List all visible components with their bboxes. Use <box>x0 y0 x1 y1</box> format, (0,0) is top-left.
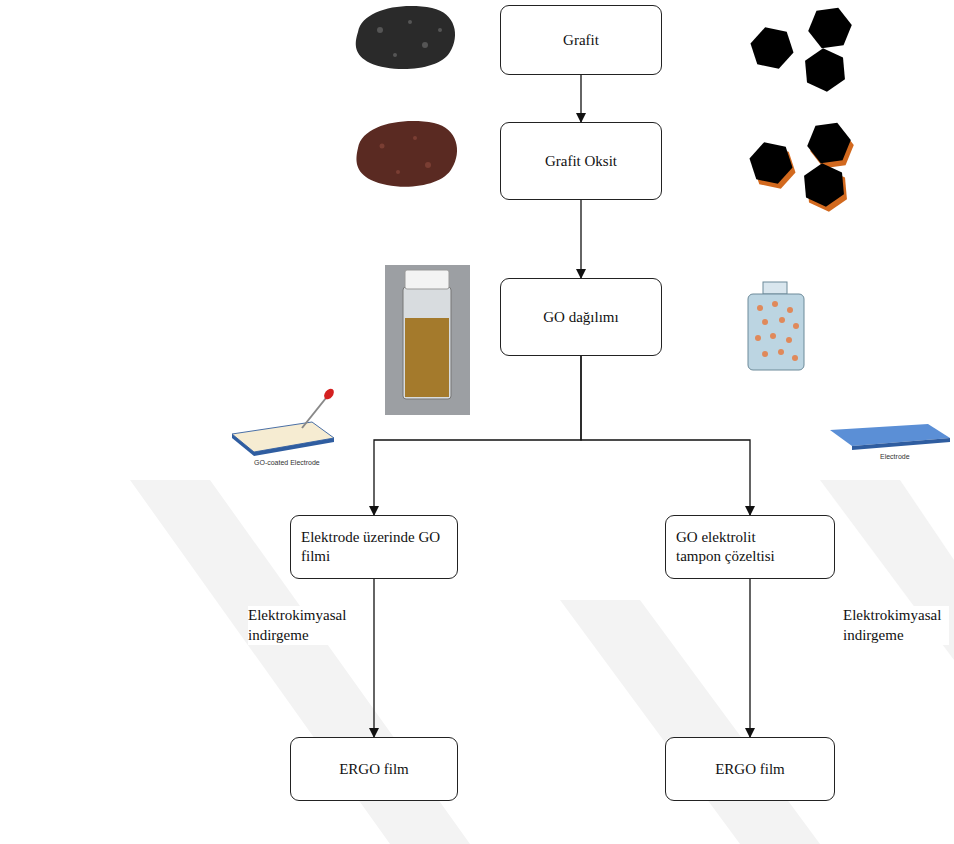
dispersion-bottle <box>748 282 804 370</box>
process-box: Grafit <box>500 5 662 75</box>
graphite-powder <box>356 6 455 69</box>
flow-arrow <box>373 579 374 737</box>
graphite-flakes <box>747 6 855 96</box>
process-box: Elektrode üzerinde GO filmi <box>290 515 458 579</box>
box-text: Elektrode üzerinde GO filmi <box>301 528 441 566</box>
process-box: ERGO film <box>290 737 458 801</box>
process-box: GO dağılımı <box>500 278 662 356</box>
box-text: GO dağılımı <box>543 308 618 327</box>
vial-photo <box>385 265 470 415</box>
flow-arrow <box>374 356 581 515</box>
picture-caption: GO-coated Electrode <box>254 459 320 467</box>
coated-electrode <box>232 387 336 456</box>
graphite-oxide-powder <box>356 121 457 187</box>
picture-caption: Electrode <box>880 453 910 461</box>
edge-label: Elektrokimyasal indirgeme <box>843 606 949 645</box>
graphite-oxide-flakes <box>746 121 857 216</box>
flow-arrow <box>749 579 750 737</box>
box-text: GO elektrolit tampon çözeltisi <box>676 528 801 566</box>
edge-label: Elektrokimyasal indirgeme <box>248 606 366 645</box>
flow-arrow <box>580 75 581 122</box>
process-box: Grafit Oksit <box>500 122 662 200</box>
box-text: Grafit <box>563 31 599 50</box>
box-text: ERGO film <box>715 760 785 779</box>
flow-arrow <box>581 356 750 515</box>
box-text: ERGO film <box>339 760 409 779</box>
process-box: GO elektrolit tampon çözeltisi <box>665 515 835 579</box>
watermark-bands <box>130 480 954 844</box>
process-box: ERGO film <box>665 737 835 801</box>
electrode <box>830 424 950 450</box>
flow-arrow <box>580 200 581 278</box>
box-text: Grafit Oksit <box>545 152 617 171</box>
